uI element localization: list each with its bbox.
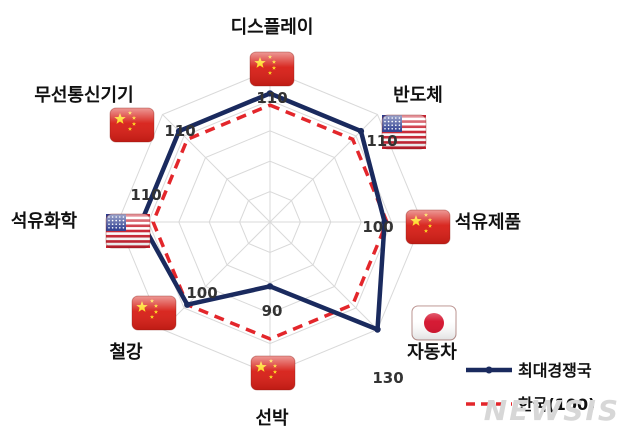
- china-flag-icon: [249, 51, 295, 87]
- radar-series: [138, 90, 389, 341]
- category-label: 자동차: [407, 342, 457, 363]
- china-flag-icon: [131, 295, 177, 331]
- category-label: 무선통신기기: [34, 85, 133, 106]
- grid-spoke: [162, 221, 271, 330]
- legend-label: 한국(100): [518, 395, 595, 414]
- china-flag-icon: [250, 355, 296, 391]
- series-point: [184, 301, 191, 308]
- series-korea-line: [151, 103, 389, 341]
- value-label: 130: [372, 369, 403, 387]
- series-point: [357, 127, 365, 135]
- series-point: [266, 283, 274, 290]
- value-label: 110: [164, 122, 195, 140]
- series-point: [175, 127, 183, 135]
- legend-solid-marker: [485, 366, 493, 374]
- china-flag-icon: [109, 107, 155, 143]
- value-label: 90: [262, 302, 283, 320]
- category-label: 반도체: [393, 85, 443, 106]
- category-label: 석유화학: [11, 210, 78, 232]
- value-label: 110: [256, 89, 287, 107]
- category-label: 석유제품: [455, 212, 521, 233]
- series-point: [381, 218, 388, 226]
- usa-flag-icon: [105, 213, 151, 249]
- japan-flag-icon: [411, 305, 457, 341]
- value-label: 100: [362, 218, 393, 236]
- category-label: 철강: [109, 342, 143, 363]
- legend-label: 최대경쟁국: [518, 361, 592, 380]
- series-point: [266, 90, 274, 97]
- series-point: [374, 326, 381, 333]
- value-label: 110: [130, 186, 161, 204]
- usa-flag-icon: [381, 114, 427, 150]
- country-flags: [105, 51, 457, 391]
- newsis-watermark: NEWSIS: [483, 394, 620, 427]
- value-label: 100: [186, 284, 217, 302]
- category-label: 선박: [255, 408, 289, 429]
- china-flag-icon: [405, 209, 451, 245]
- value-label: 110: [366, 132, 397, 150]
- grid-spoke: [269, 221, 378, 330]
- category-label: 디스플레이: [231, 17, 314, 38]
